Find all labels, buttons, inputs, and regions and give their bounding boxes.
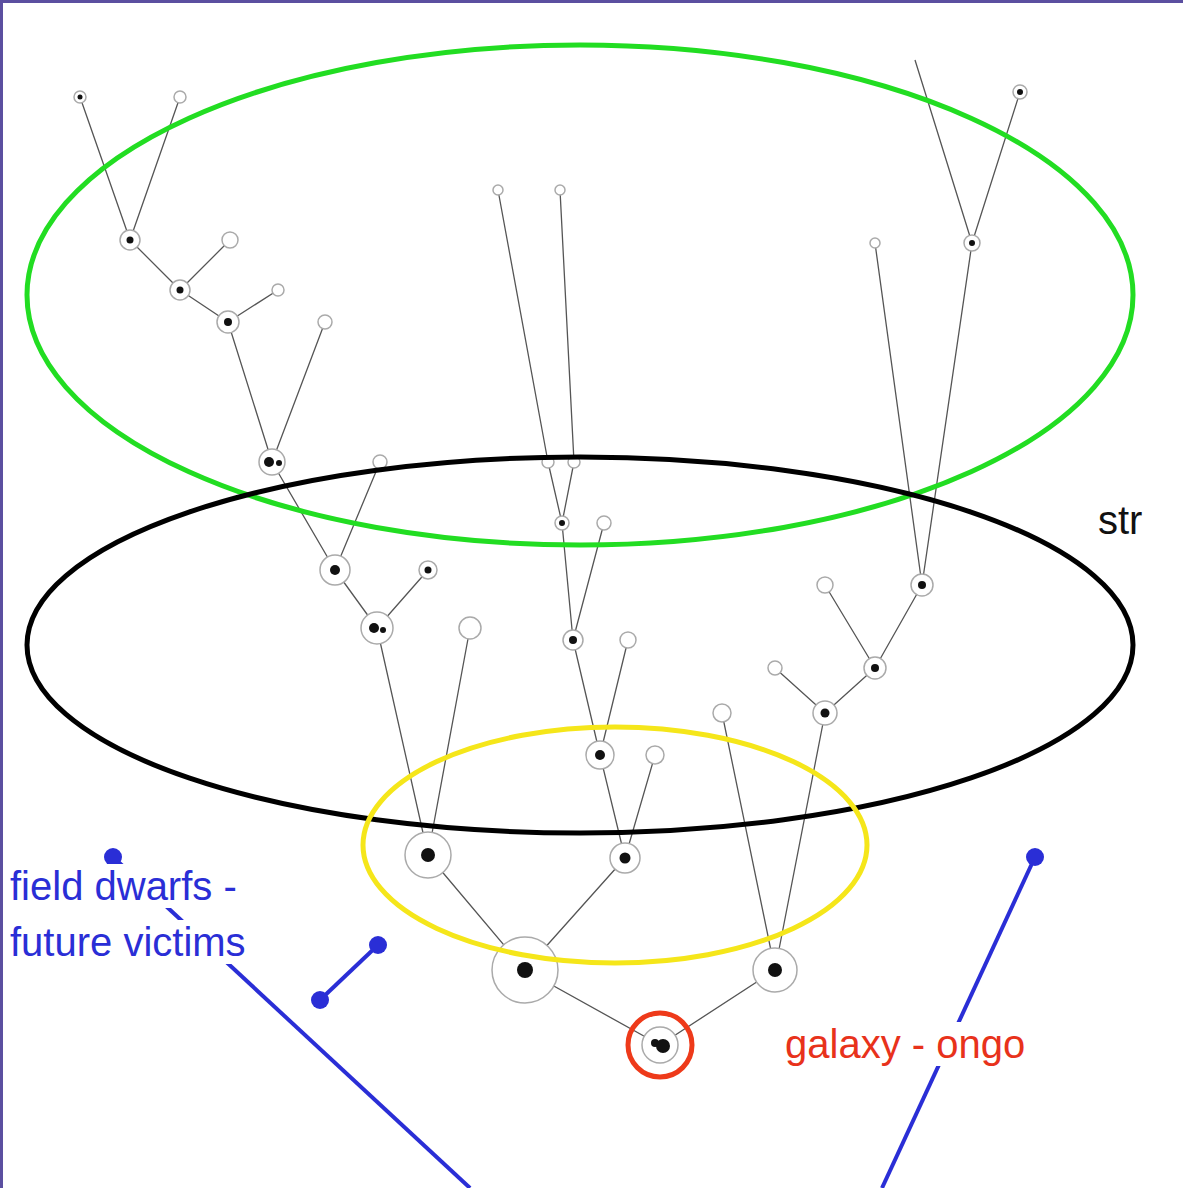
label-text: galaxy - ongo	[785, 1022, 1025, 1066]
region-label: str	[1098, 492, 1178, 548]
galaxy-label: galaxy - ongo	[785, 1016, 1177, 1072]
label-text: field dwarfs - future victims	[10, 864, 246, 964]
early-epoch-ellipse	[27, 45, 1133, 545]
pointer-lines	[113, 857, 1035, 1188]
label-text: str	[1098, 498, 1142, 542]
galaxy-dots	[78, 89, 1024, 1053]
halo-circles	[74, 85, 1027, 1063]
frame-edge	[0, 0, 3, 1188]
galaxy-circle	[628, 1013, 692, 1077]
recent-epoch-ellipse	[363, 727, 867, 963]
frame-edge	[0, 0, 1183, 3]
field-dwarfs-label: field dwarfs - future victims	[10, 858, 310, 970]
middle-epoch-ellipse	[27, 457, 1133, 833]
